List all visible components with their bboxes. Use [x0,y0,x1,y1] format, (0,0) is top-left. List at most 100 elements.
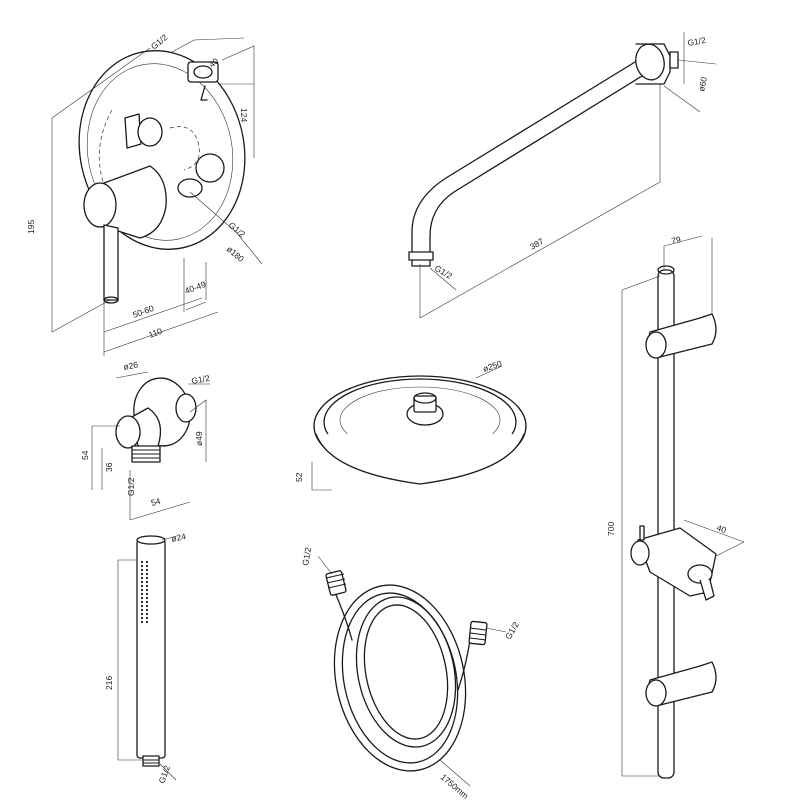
hand-shower-dim-216-label: 216 [104,676,114,690]
elbow-dim-54-v-label: 54 [80,450,90,460]
dim-line [677,59,717,65]
dim-line [51,299,111,333]
mixer-side-outlet [195,153,225,183]
mixer-top-outlet [187,61,219,83]
hose-coil-4 [363,604,449,740]
hose-coil-1 [333,584,467,772]
hose-end-right-tube [457,639,471,691]
dim-line [51,47,151,119]
nozzle-dot [145,620,149,624]
head-connector [413,395,437,413]
nozzle-dot [140,572,144,576]
dim-line [171,37,245,53]
nozzle-dot [145,612,149,616]
wall-elbow: ø26 G1/2 54 36 ø49 G1/2 54 [80,360,211,521]
dim-line [439,759,471,787]
rail-slider-knob [630,540,650,566]
head-bottom [315,433,525,485]
mixer-cover-inner [86,63,234,241]
nozzle-dot [140,584,144,588]
dim-line [103,311,219,353]
head-dim-d250-label: ø250 [482,358,504,374]
head-dim-52-label: 52 [294,472,304,482]
nozzle-dot [145,572,149,576]
dim-line [185,301,207,311]
mixer-handle-cap [83,182,117,228]
nozzle-dot [145,564,149,568]
shower-hose: G1/2 G1/2 1750mm [300,546,521,800]
hose-coil-3 [355,596,457,748]
nozzle-dot [140,604,144,608]
hose-fitting-right-lines [469,627,487,641]
mixer-dim-d180-label: ø180 [225,244,246,264]
elbow-cap [115,415,141,449]
nozzle-dot [145,580,149,584]
mixer-dim-195-label: 195 [26,220,36,234]
dim-line [189,399,207,462]
mixer-thread-side-label: G1/2 [227,220,248,240]
nozzle-dot [140,600,144,604]
rail-bar [657,269,675,779]
nozzle-dot [140,580,144,584]
nozzle-dot [140,596,144,600]
nozzle-dot [140,612,144,616]
hose-end-left-tube [333,589,353,641]
dim-line [621,275,661,291]
mixer-diverter-stem [124,113,142,149]
nozzle-dot [140,588,144,592]
dim-line [419,181,661,319]
nozzle-dot [145,596,149,600]
mixer-arrow-icon [200,85,208,101]
hose-thread-right-label: G1/2 [503,620,521,641]
shower-arm: G1/2 ø60 387 G1/2 [408,32,717,319]
hand-shower-nozzles [140,560,149,624]
hand-shower-thread-lines [143,759,159,764]
dim-line [663,85,701,113]
hose-length-label: 1750mm [439,772,471,800]
nozzle-dot [145,588,149,592]
nozzle-dot [145,584,149,588]
rail-dim-79-label: 79 [670,234,682,246]
mixer-cover-plate [78,50,246,250]
mixer-side-outlet-2 [177,178,203,198]
nozzle-dot [140,560,144,564]
rail-upper-cap [645,331,667,359]
rail-holder-hook [699,579,715,601]
nozzle-dot [145,560,149,564]
dim-line [129,501,191,521]
elbow-dim-d26-label: ø26 [123,360,139,372]
elbow-thread-bottom-label: G1/2 [126,477,136,496]
nozzle-dot [145,568,149,572]
rail-holder-cup [687,564,713,584]
arm-dim-d60-label: ø60 [696,76,709,93]
nozzle-dot [140,620,144,624]
dim-line [663,235,703,247]
arm-dim-387-label: 387 [528,236,546,252]
elbow-thread-lines [132,449,160,459]
arm-outlet-thread [411,259,431,267]
dim-line [221,45,255,158]
rail-dim-40-label: 40 [715,522,728,535]
nozzle-dot [145,592,149,596]
dim-line [161,535,177,541]
dim-line [115,371,149,379]
dim-line [683,519,745,543]
nozzle-dot [140,608,144,612]
nozzle-dot [140,616,144,620]
hose-fitting-left-lines [325,573,347,589]
nozzle-dot [145,576,149,580]
elbow-thread-top-label: G1/2 [191,373,211,386]
dim-line [317,555,333,575]
elbow-dim-d49-label: ø49 [194,431,204,446]
mixer-diverter-knob [137,117,163,147]
hand-shower-body [136,539,166,759]
rail-slider-pin [639,525,645,541]
nozzle-dot [145,616,149,620]
concealed-mixer: G1/2 40 124 195 G1/2 ø180 40-49 50-60 11… [26,32,263,356]
arm-wall-flange [635,43,665,81]
dim-line [189,191,263,265]
hand-shower-thread [142,755,160,767]
elbow-dim-36-label: 36 [104,462,114,472]
dim-line [429,267,457,291]
